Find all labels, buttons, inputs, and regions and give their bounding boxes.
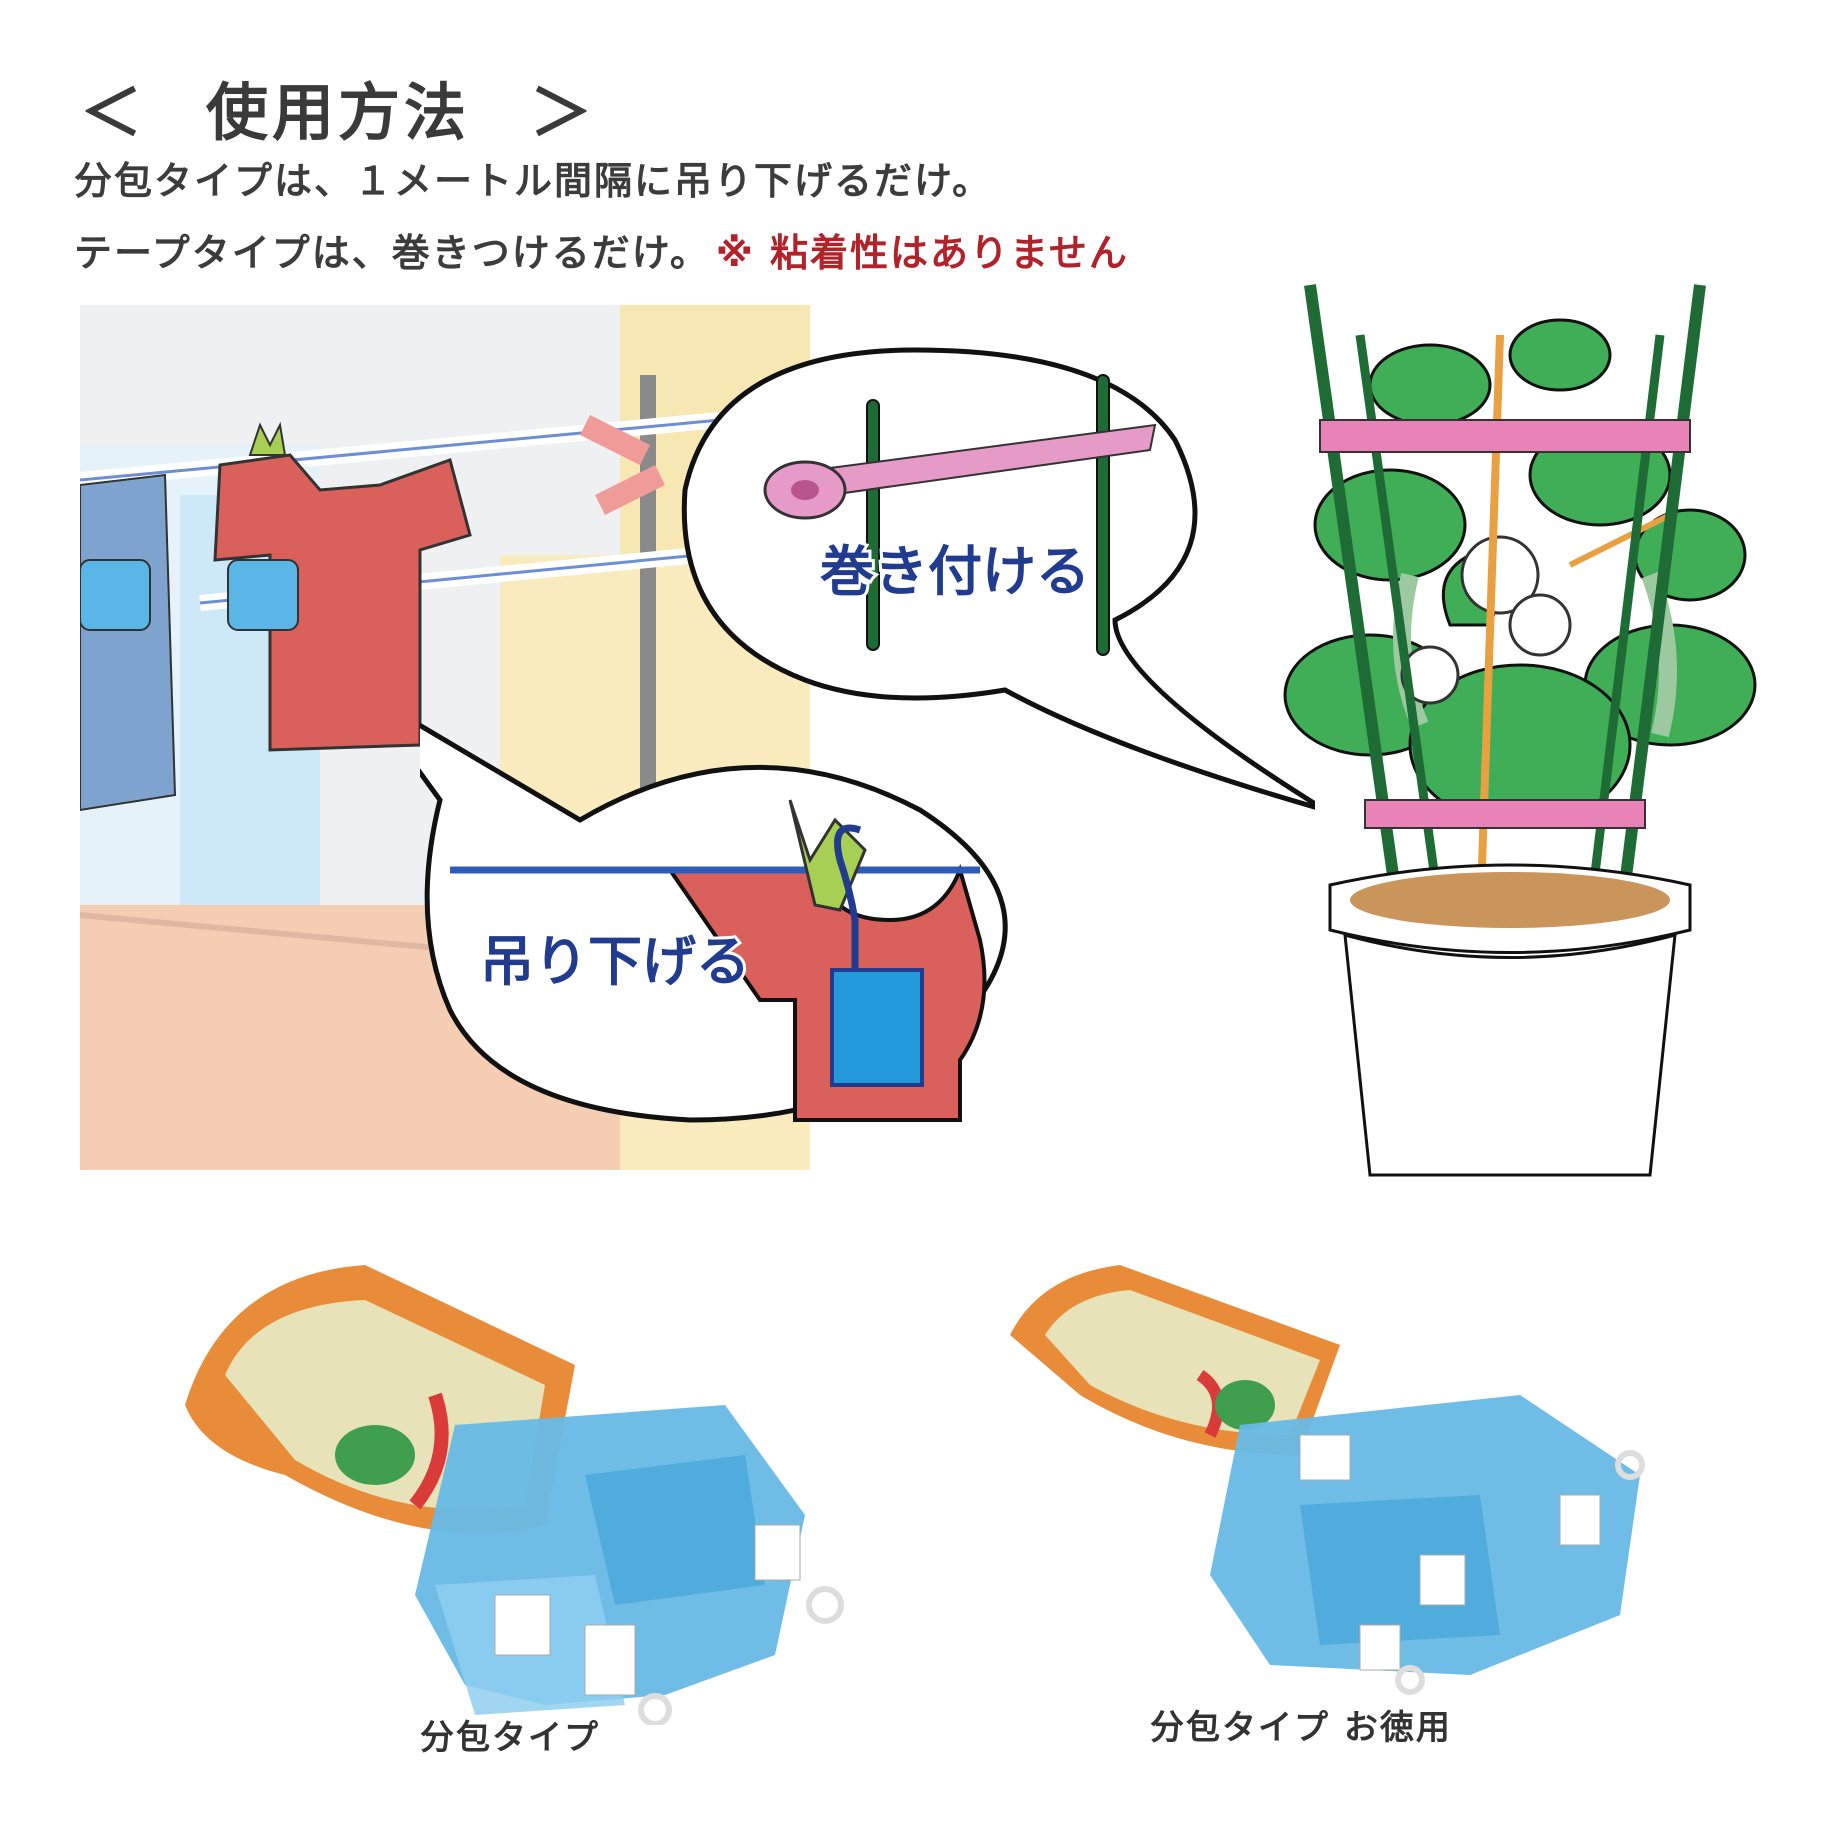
potted-plant-illustration: [1283, 284, 1757, 1177]
title-open-bracket: ＜: [80, 76, 147, 149]
wrap-label: 巻き付ける: [820, 540, 1090, 603]
adhesive-warning: ※ 粘着性はありません: [715, 231, 1129, 275]
title-close-bracket: ＞: [530, 76, 597, 149]
caption-value-pack: 分包タイプ お徳用: [1150, 1708, 1452, 1748]
hang-label: 吊り下げる: [480, 930, 750, 993]
instruction-line-2-text: テープタイプは、巻きつけるだけ。: [74, 231, 710, 275]
hang-bubble: 吊り下げる: [420, 722, 1008, 1123]
caption-standard: 分包タイプ: [420, 1718, 600, 1758]
instruction-line-1: 分包タイプは、１メートル間隔に吊り下げるだけ。: [74, 159, 993, 203]
page-title: ＜ 使用方法 ＞: [80, 62, 596, 152]
product-photo-value: [1010, 1265, 1645, 1695]
wrap-bubble: 巻き付ける: [681, 347, 1315, 810]
product-photo-standard: [185, 1265, 844, 1725]
title-text: 使用方法: [206, 76, 471, 149]
instruction-line-2: テープタイプは、巻きつけるだけ。※ 粘着性はありません: [74, 222, 1129, 277]
